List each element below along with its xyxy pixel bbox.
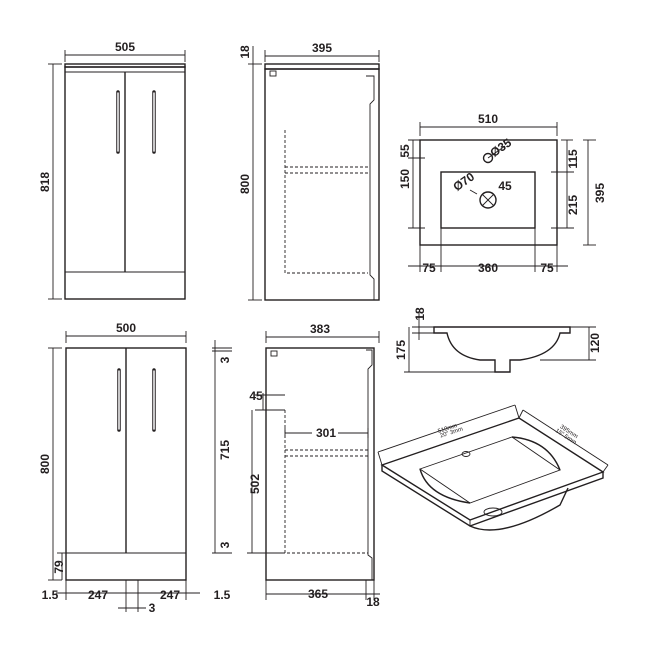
iso-basin-underside [469, 487, 569, 531]
dim-bottom-left-edge: 1.5 [42, 588, 59, 602]
top-front-view: 505 818 [38, 40, 186, 300]
bottom-side-view: 383 45 301 502 365 18 [247, 322, 380, 609]
iso-tap-hole [461, 451, 471, 457]
dim-top-side-depth: 395 [312, 41, 332, 55]
dim-bottom-front-bottom-gap: 3 [218, 541, 232, 548]
bottom-front-view: 500 800 3 715 3 79 1.5 247 247 1.5 3 [38, 321, 232, 615]
dim-bottom-front-top-gap: 3 [218, 356, 232, 363]
cabinet-side-outline [264, 68, 380, 301]
dim-basin-side-bowl: 120 [588, 333, 602, 353]
dim-bottom-right-edge: 1.5 [214, 588, 231, 602]
dim-bottom-side-depth: 383 [310, 322, 330, 336]
dim-basin-tap-offset: 55 [398, 144, 412, 158]
basin-plan-view: 510 55 150 Ø35 Ø70 45 115 215 395 75 360… [398, 112, 607, 275]
dim-basin-depth: 395 [593, 183, 607, 203]
dim-bottom-front-door-height: 715 [218, 440, 232, 460]
dim-basin-left-margin: 75 [422, 261, 436, 275]
iso-width-label: 510mm [437, 423, 458, 435]
label-waste-hole: Ø70 [450, 169, 477, 194]
iso-waste [483, 507, 503, 517]
dim-basin-right-bottom: 215 [566, 195, 580, 215]
tap-hole [482, 152, 494, 164]
dim-bottom-side-shelf-height: 502 [248, 474, 262, 494]
iso-bowl-rim [419, 436, 561, 504]
basin-bowl [440, 171, 536, 229]
worktop-side [264, 63, 380, 70]
dim-top-front-width: 505 [115, 40, 135, 54]
dim-top-side-lip: 18 [238, 45, 252, 59]
dim-basin-right-top: 115 [566, 149, 580, 169]
waste-hole [479, 191, 497, 209]
dim-top-front-height: 818 [38, 172, 52, 192]
dim-bottom-front-height: 800 [38, 454, 52, 474]
basin-section [433, 326, 571, 373]
dim-top-side-height: 800 [238, 174, 252, 194]
dim-basin-side-lip: 18 [413, 307, 427, 321]
dim-bottom-side-base-depth: 365 [308, 587, 328, 601]
label-angle: 45 [498, 179, 512, 193]
cabinet-outline [64, 66, 186, 300]
top-side-view: 395 18 800 [238, 41, 380, 301]
dim-bottom-right-door: 247 [160, 588, 180, 602]
dim-basin-bowl-width: 360 [478, 261, 498, 275]
dim-bottom-side-shelf-drop: 45 [249, 389, 263, 403]
basin-side-view: 18 175 120 [394, 307, 602, 373]
dim-bottom-front-width: 500 [116, 321, 136, 335]
basin-isometric-view: 510mm 20" 3mm 395mm 15" 5mm [377, 404, 609, 531]
basin-top-outline [419, 139, 558, 246]
dim-bottom-center-gap: 3 [149, 601, 156, 615]
dim-basin-bowl-height: 150 [398, 169, 412, 189]
dim-basin-side-height: 175 [394, 340, 408, 360]
dim-bottom-side-shelf-depth: 301 [316, 426, 336, 440]
dim-bottom-front-plinth: 79 [52, 560, 66, 574]
dim-basin-right-margin: 75 [540, 261, 554, 275]
cabinet-side-outline-bottom [265, 347, 375, 581]
dim-bottom-side-back: 18 [366, 595, 380, 609]
dim-basin-width: 510 [478, 112, 498, 126]
dim-bottom-left-door: 247 [88, 588, 108, 602]
door-edge [366, 75, 375, 300]
